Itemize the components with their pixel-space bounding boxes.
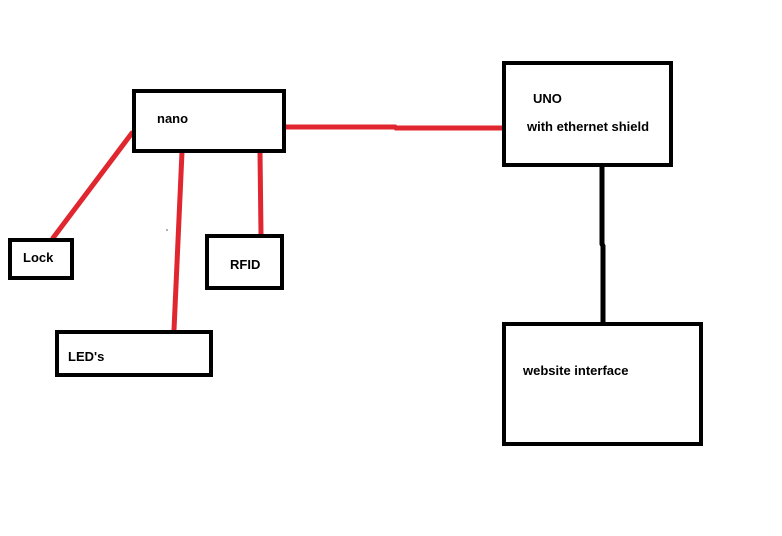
wire-nano-lock <box>50 130 135 241</box>
rfid-label: RFID <box>230 257 261 272</box>
stray-dot <box>166 229 168 231</box>
uno-subtitle-label: with ethernet shield <box>527 119 650 134</box>
lock-label: Lock <box>23 250 54 265</box>
wire-nano-uno <box>283 124 507 131</box>
website-label: website interface <box>523 363 629 378</box>
wire-nano-rfid <box>257 149 264 237</box>
rfid-box: RFID <box>205 234 284 290</box>
leds-box: LED's <box>55 330 213 377</box>
nano-label: nano <box>157 111 189 126</box>
leds-label: LED's <box>68 349 105 364</box>
website-box: website interface <box>502 322 703 446</box>
uno-box: UNO with ethernet shield <box>502 61 673 167</box>
wire-nano-leds <box>171 149 185 333</box>
uno-title-label: UNO <box>533 91 562 106</box>
wire-uno-website <box>599 163 606 325</box>
nano-box: nano <box>132 89 286 153</box>
lock-box: Lock <box>8 238 74 280</box>
